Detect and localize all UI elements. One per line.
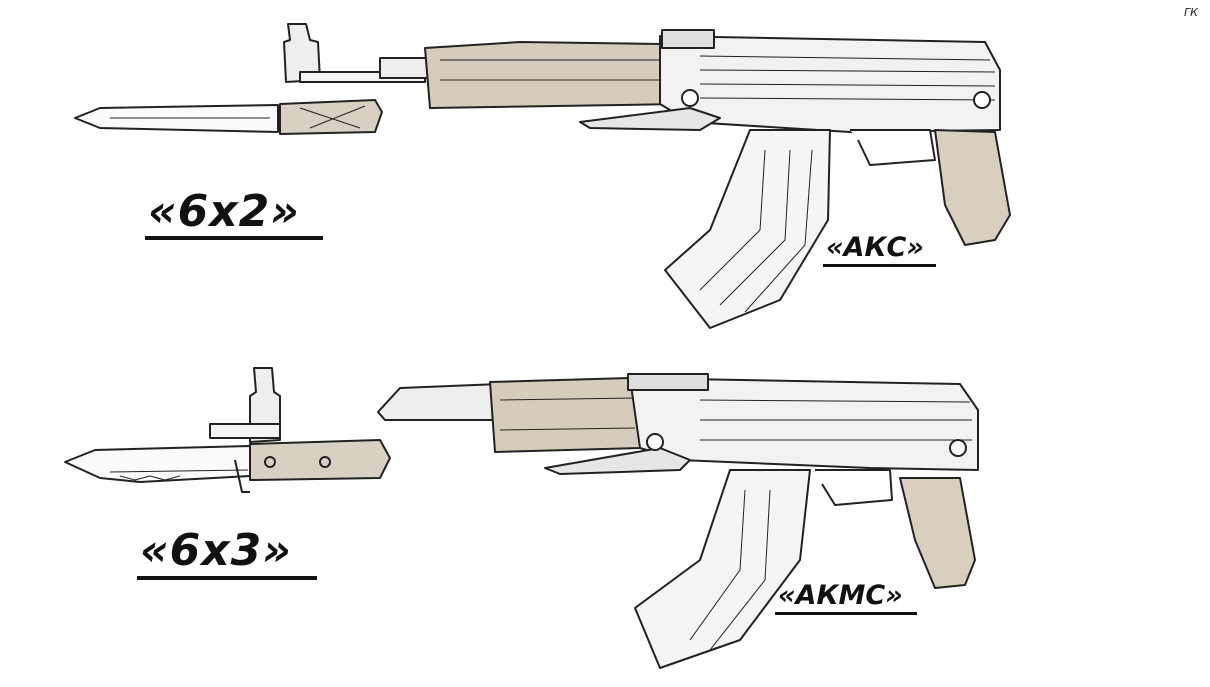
- handguard: [424, 41, 681, 109]
- bayonet-6x3-blade: [64, 445, 251, 483]
- stock-hinge: [681, 89, 699, 107]
- bayonet-6x3-label: «6х3»: [140, 525, 292, 576]
- trigger-guard: [850, 129, 936, 166]
- trigger-guard-2: [815, 469, 893, 506]
- rear-sight: [661, 29, 715, 49]
- gas-tube-2: [377, 383, 501, 421]
- corner-mark: ГК: [1184, 6, 1198, 19]
- aks-label: «АКС»: [826, 232, 924, 263]
- bayonet-6x2-handle: [279, 99, 383, 135]
- aks-underline: [823, 264, 936, 267]
- bayonet-6x2-underline: [145, 236, 323, 240]
- akms-rifle-drawing: [64, 367, 979, 669]
- bayonet-6x3-underline: [137, 576, 317, 580]
- akms-label: «АКМС»: [778, 580, 903, 611]
- folded-stock-2: [544, 447, 691, 475]
- handguard-2: [489, 377, 651, 453]
- aks-rifle-drawing: [74, 23, 1011, 329]
- akms-underline: [775, 612, 917, 615]
- bayonet-6x2-label: «6х2»: [148, 186, 300, 237]
- pistol-grip: [934, 129, 1011, 246]
- folded-stock: [579, 107, 721, 131]
- barrel-2: [209, 423, 281, 439]
- pistol-grip-2: [899, 477, 976, 589]
- bayonet-ring: [234, 459, 250, 493]
- magazine-2: [634, 469, 811, 669]
- magazine: [664, 129, 831, 329]
- rear-sight-2: [627, 373, 709, 391]
